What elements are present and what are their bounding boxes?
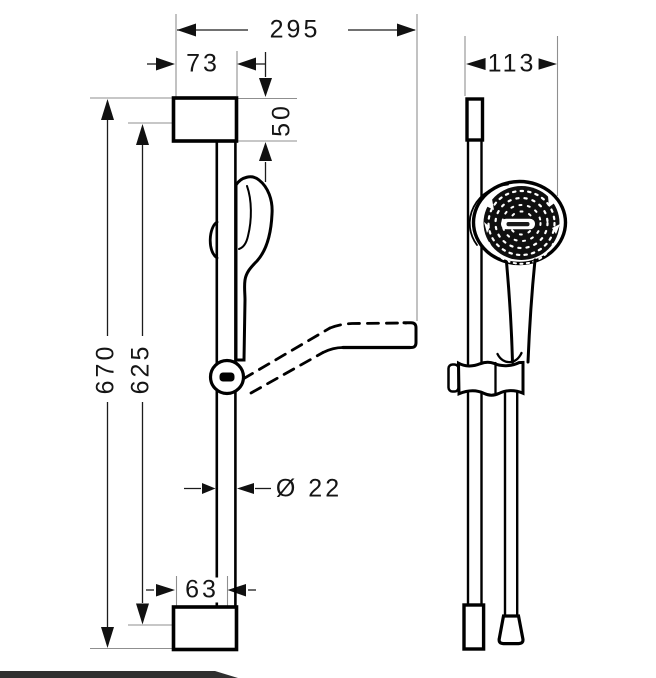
wall-bracket-bottom — [171, 605, 239, 652]
dim-label-bar-length: 625 — [126, 341, 155, 397]
slider-knob — [447, 363, 460, 393]
dim-label-bottom-offset: 63 — [183, 575, 221, 604]
face-highlights — [484, 196, 560, 234]
hand-shower-face-edge — [238, 185, 252, 250]
holder-left-bump — [208, 220, 219, 260]
shower-handle — [505, 258, 537, 364]
dimension-arrows — [101, 23, 557, 648]
dim-label-total-height: 670 — [91, 341, 120, 397]
dimension-lines — [106, 29, 537, 627]
bottom-cutoff-button[interactable] — [0, 671, 238, 678]
side-view — [447, 97, 568, 651]
logo-text-bar — [506, 222, 530, 227]
dim-label-bracket-width: 73 — [184, 49, 222, 78]
shower-hose-dashed — [241, 321, 418, 395]
hand-shower-profile — [234, 175, 274, 362]
wall-bracket-top — [171, 96, 239, 143]
slider-holder-button — [219, 372, 235, 382]
dim-label-bar-diameter: Ø 22 — [273, 474, 345, 503]
hose-fitting-cone — [497, 614, 525, 646]
dim-label-bracket-height: 50 — [267, 101, 296, 139]
front-view — [171, 96, 418, 652]
side-hose — [503, 380, 519, 618]
dim-label-overall-width: 295 — [267, 15, 323, 44]
handle-socket-arc — [496, 351, 523, 364]
rail-bottom-cap — [462, 603, 486, 651]
head-rim-arc — [468, 183, 509, 246]
slider-bracket-body — [456, 360, 525, 397]
dim-label-side-depth: 113 — [485, 49, 539, 78]
side-wall-bracket — [465, 97, 485, 142]
